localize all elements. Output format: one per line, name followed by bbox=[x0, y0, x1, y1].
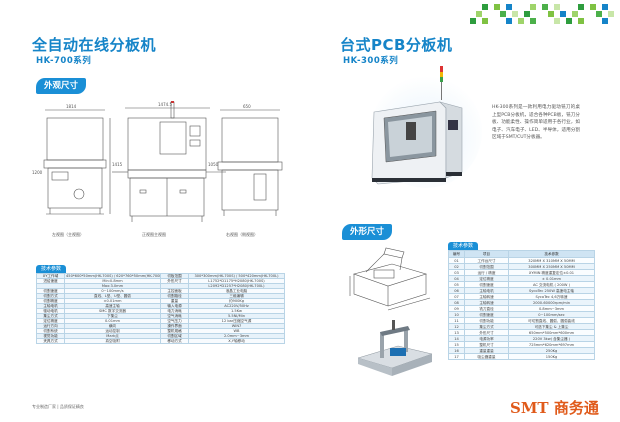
deco-block bbox=[470, 18, 476, 24]
deco-block bbox=[602, 18, 608, 24]
dim-top-front: 1474.5 bbox=[158, 102, 172, 107]
deco-block bbox=[596, 11, 602, 17]
deco-block bbox=[554, 4, 560, 10]
deco-block bbox=[506, 4, 512, 10]
table-cell: 450*600*50mm(HK-700S) / 620*760*50mm(HK-… bbox=[64, 273, 161, 279]
product-description: HK-300系列是一款利用电力驱动铣刀的桌上型PCB分板机，适合各种PCB板，铣… bbox=[492, 105, 580, 141]
deco-block bbox=[512, 11, 518, 17]
left-title: 全自动在线分板机 bbox=[32, 36, 157, 54]
col-header-item: 项目 bbox=[464, 250, 509, 258]
dim-top-left: 1814 bbox=[66, 104, 77, 109]
table-cell: 夹具方式 bbox=[36, 338, 65, 344]
open-machine-photo bbox=[357, 320, 433, 376]
deco-block bbox=[602, 4, 608, 10]
left-footer: 专业制造厂家 | 品质保证精良 bbox=[32, 404, 84, 409]
table-cell: X,Y轴移动 bbox=[188, 338, 285, 344]
deco-block bbox=[494, 4, 500, 10]
deco-block bbox=[560, 11, 566, 17]
table-cell: 17 bbox=[448, 353, 465, 360]
right-table-title: 技术参数 bbox=[448, 242, 479, 250]
machine-drawings: 1814 1474.5 650 1200 1415 1050 bbox=[32, 101, 283, 222]
deco-block bbox=[518, 18, 524, 24]
deco-block bbox=[476, 11, 482, 17]
dim-d1: 1415 bbox=[112, 162, 123, 167]
deco-block bbox=[566, 18, 572, 24]
deco-block bbox=[572, 11, 578, 17]
right-dimension-tab: 外形尺寸 bbox=[342, 224, 393, 240]
view-label-left: 左视图（主视图） bbox=[52, 232, 84, 237]
table-cell: 300*300mm(HK-700S) / 500*420mm(HK-700L) bbox=[188, 273, 285, 279]
deco-block bbox=[590, 4, 596, 10]
table-cell: 吸尘器重量 bbox=[464, 353, 509, 360]
col-header-no: 编号 bbox=[448, 250, 465, 258]
deco-block bbox=[482, 18, 488, 24]
table-cell: 150Kg bbox=[508, 353, 595, 360]
table-cell: 真空吸附 bbox=[64, 338, 161, 344]
deco-block bbox=[578, 4, 584, 10]
header-decoration bbox=[470, 4, 614, 24]
right-subtitle: HK-300系列 bbox=[343, 56, 399, 66]
deco-block bbox=[500, 11, 506, 17]
deco-block bbox=[506, 18, 512, 24]
dim-h1: 1200 bbox=[32, 170, 43, 175]
view-label-front: 正视图主视图 bbox=[142, 232, 166, 237]
dim-top-right: 650 bbox=[243, 104, 251, 109]
watermark: SMT 商务通 bbox=[510, 399, 599, 417]
deco-block bbox=[608, 11, 614, 17]
dimension-drawing bbox=[349, 247, 431, 311]
deco-block bbox=[524, 11, 530, 17]
deco-block bbox=[554, 18, 560, 24]
table-cell: 移动方式 bbox=[160, 338, 189, 344]
deco-block bbox=[482, 4, 488, 10]
view-label-right: 右视图（侧视图） bbox=[226, 232, 258, 237]
deco-block bbox=[530, 18, 536, 24]
left-subtitle: HK-700系列 bbox=[36, 56, 92, 66]
deco-block bbox=[548, 11, 554, 17]
left-table-title: 技术参数 bbox=[36, 265, 67, 273]
left-dimension-tab: 外观尺寸 bbox=[36, 78, 87, 94]
col-header-param: 技术参数 bbox=[508, 250, 595, 258]
dim-w3: 1050 bbox=[208, 162, 219, 167]
right-title: 台式PCB分板机 bbox=[340, 36, 453, 54]
deco-block bbox=[578, 18, 584, 24]
product-photo bbox=[370, 66, 482, 188]
deco-block bbox=[530, 4, 536, 10]
deco-block bbox=[542, 4, 548, 10]
